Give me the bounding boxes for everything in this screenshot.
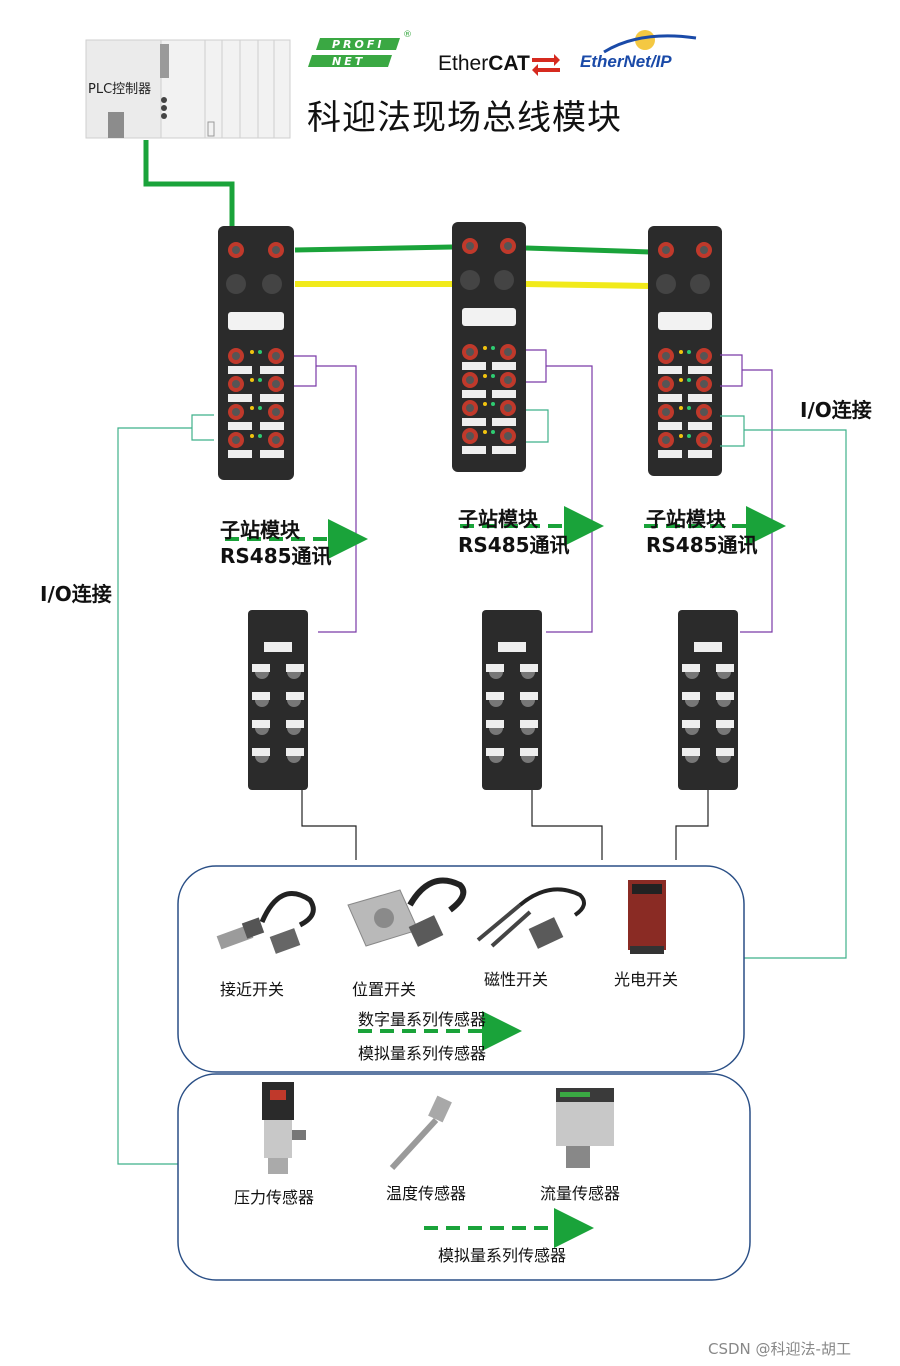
sub-module-2 <box>482 610 542 790</box>
temperature-sensor-icon <box>389 1095 452 1171</box>
ethercat-logo: EtherCAT <box>438 52 530 76</box>
ethernetip-logo: EtherNet/IP <box>580 52 672 71</box>
analog-caption-2: 模拟量系列传感器 <box>438 1246 567 1265</box>
temperature-sensor-label: 温度传感器 <box>386 1184 467 1203</box>
ethercat-arrows-icon <box>532 54 560 76</box>
rs485-link-3 <box>720 354 773 633</box>
profinet-logo-bottom: NET <box>332 55 366 68</box>
bus-yellow-2-3 <box>525 281 651 289</box>
io-link-mid <box>526 409 549 443</box>
photoelectric-switch-icon <box>628 880 666 954</box>
flow-sensor-icon <box>556 1088 614 1168</box>
digital-sensor-group <box>177 865 745 1073</box>
analog-sensor-group <box>177 1073 751 1281</box>
bus-connector-icon <box>656 274 676 294</box>
main-module-2 <box>452 222 526 472</box>
pressure-sensor-icon <box>262 1082 306 1174</box>
sub-module-body <box>248 610 308 790</box>
bus-connector-icon <box>262 274 282 294</box>
profinet-registered-mark: ® <box>403 30 412 40</box>
page-title: 科迎法现场总线模块 <box>307 98 622 138</box>
position-switch-label: 位置开关 <box>352 980 417 999</box>
rs485-label-3: RS485通讯 <box>646 533 758 557</box>
proximity-switch-icon <box>216 891 316 954</box>
position-switch-icon <box>347 877 467 947</box>
main-module-1 <box>218 226 294 480</box>
sub-module-3 <box>678 610 738 790</box>
ethercat-prefix: Ether <box>438 52 489 75</box>
sensor-bus-lines <box>301 790 709 860</box>
bus-green-1-2 <box>294 244 453 253</box>
bus-connector-icon <box>690 274 710 294</box>
sub-module-body <box>678 610 738 790</box>
bus-connector-icon <box>460 270 480 290</box>
rs485-link-2 <box>526 349 593 633</box>
pressure-sensor-label: 压力传感器 <box>234 1188 315 1207</box>
watermark: CSDN @科迎法-胡工 <box>708 1340 851 1358</box>
io-link-left <box>117 414 214 1165</box>
profinet-logo <box>308 38 400 67</box>
io-label-left: I/O连接 <box>40 582 112 606</box>
rs485-label-1: RS485通讯 <box>220 544 332 568</box>
magnetic-switch-label: 磁性开关 <box>484 970 549 989</box>
bus-connector-icon <box>226 274 246 294</box>
rs485-label-2: RS485通讯 <box>458 533 570 557</box>
plc-bus-line <box>143 140 235 226</box>
io-label-right: I/O连接 <box>800 398 872 422</box>
ethercat-suffix: CAT <box>488 52 530 75</box>
io-link-right <box>720 415 847 959</box>
magnetic-switch-icon <box>476 887 586 949</box>
ethernetip-swoosh-icon <box>603 30 697 54</box>
photoelectric-switch-label: 光电开关 <box>614 970 679 989</box>
proximity-switch-label: 接近开关 <box>220 980 285 999</box>
digital-caption: 数字量系列传感器 <box>358 1010 487 1029</box>
sub-station-label-2: 子站模块 <box>458 507 538 531</box>
flow-sensor-label: 流量传感器 <box>540 1184 621 1203</box>
analog-caption-1: 模拟量系列传感器 <box>358 1044 487 1063</box>
bus-connector-icon <box>494 270 514 290</box>
rs485-link-1 <box>294 355 357 633</box>
sub-module-body <box>482 610 542 790</box>
sub-station-label-3: 子站模块 <box>646 507 726 531</box>
sub-station-label-1: 子站模块 <box>220 518 300 542</box>
profinet-logo-top: PROFI <box>332 38 385 51</box>
bus-green-2-3 <box>525 245 651 255</box>
plc-label: PLC控制器 <box>88 82 152 97</box>
plc-controller <box>85 39 291 139</box>
main-module-3 <box>648 226 722 476</box>
sub-module-1 <box>248 610 308 790</box>
